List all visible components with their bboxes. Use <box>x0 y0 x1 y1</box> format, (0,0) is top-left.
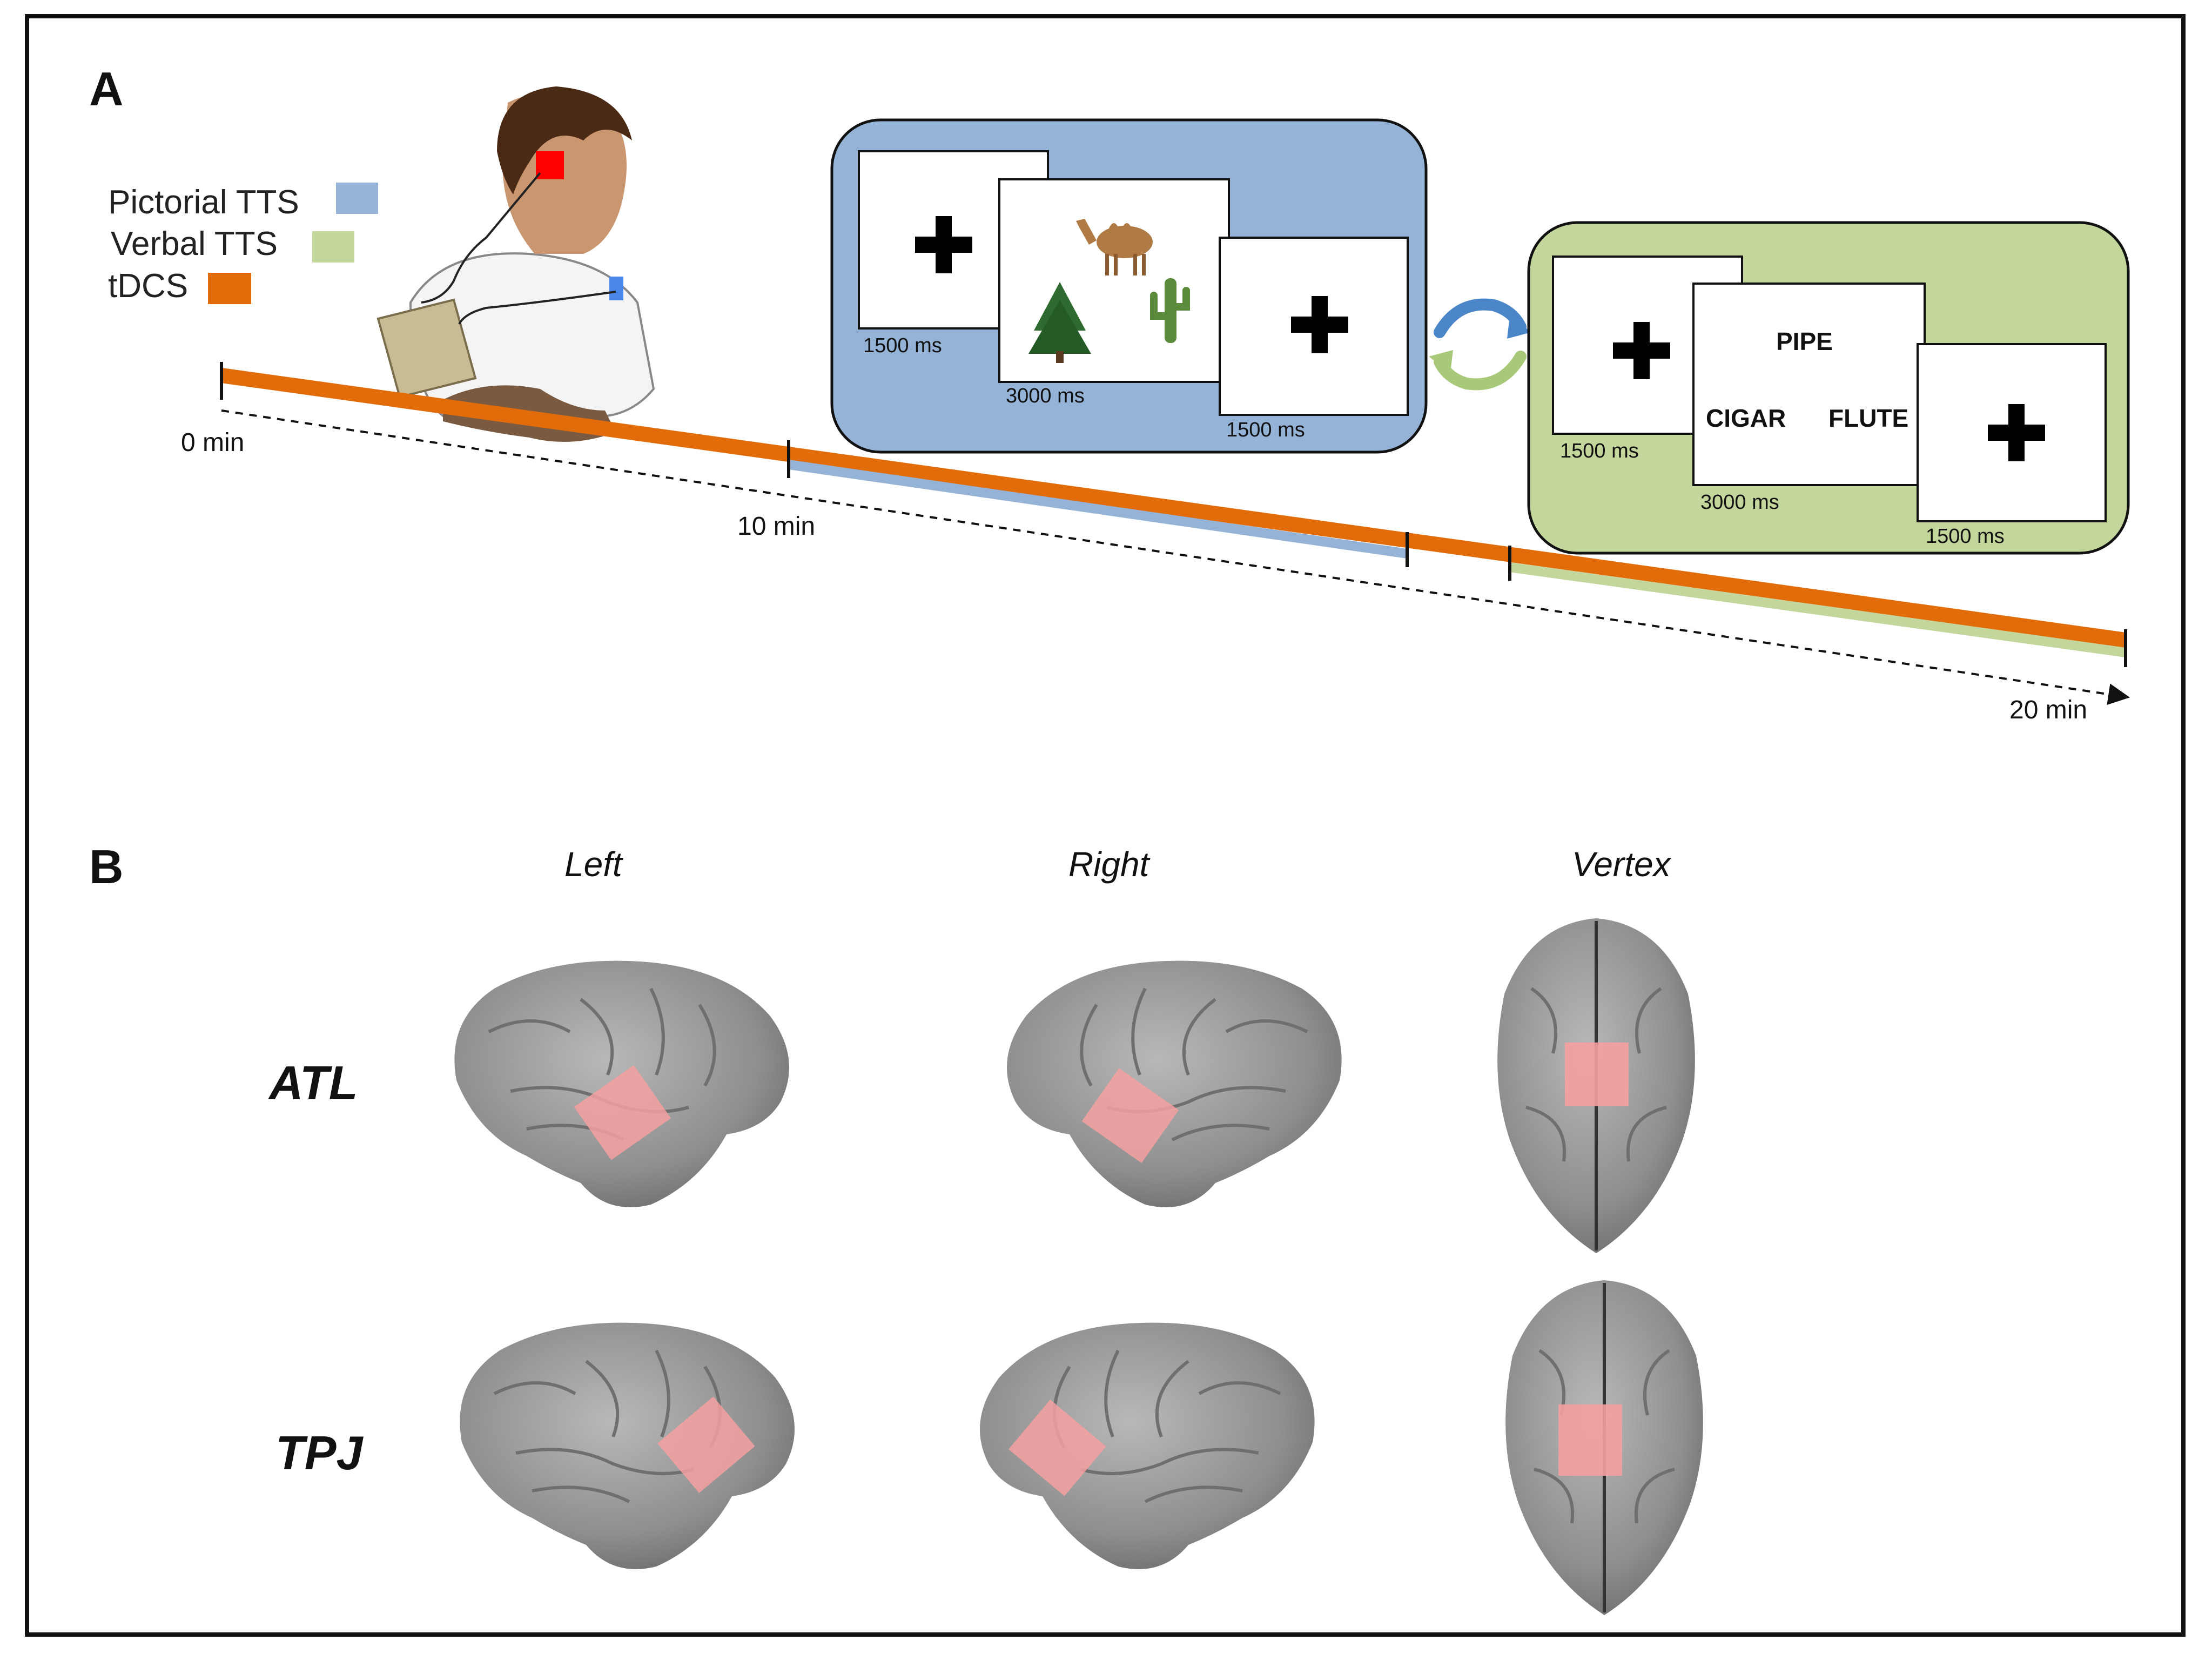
brain-tpj-vertex <box>1505 1280 1703 1615</box>
verbal-post-fixation-duration: 1500 ms <box>1926 525 2005 548</box>
time-axis <box>221 409 2130 705</box>
brain-atl-left <box>454 960 789 1207</box>
verbal-bar <box>1509 562 2127 657</box>
camel-icon <box>1076 219 1153 275</box>
fixation-cross-icon <box>1613 322 1670 379</box>
cactus-icon <box>1150 278 1190 343</box>
pictorial-fixation-duration: 1500 ms <box>863 334 942 357</box>
cathode-electrode-icon <box>609 277 623 300</box>
pictorial-task-box: 1500 ms 3000 ms 1500 ms <box>830 118 1428 454</box>
electrode-patch <box>1565 1043 1629 1106</box>
column-header-vertex: Vertex <box>1572 845 1672 884</box>
brain-atl-vertex <box>1497 918 1695 1253</box>
column-header-left: Left <box>564 845 623 884</box>
electrode-patch <box>574 1065 671 1160</box>
pictorial-stimulus-duration: 3000 ms <box>1006 385 1085 407</box>
word-cigar: CIGAR <box>1706 404 1786 432</box>
tick-label-20: 20 min <box>2009 696 2087 724</box>
legend-swatch-pictorial <box>336 183 378 214</box>
word-pipe: PIPE <box>1776 327 1833 355</box>
stimulator-device-icon <box>376 298 477 399</box>
column-header-right: Right <box>1068 845 1151 884</box>
brain-tpj-right <box>980 1322 1315 1569</box>
row-header-tpj: TPJ <box>275 1426 364 1480</box>
row-header-atl: ATL <box>268 1056 358 1110</box>
legend-swatch-verbal <box>312 231 354 263</box>
timeline: 0 min 10 min 20 min <box>181 362 2130 724</box>
electrode-patch <box>1081 1068 1179 1164</box>
pictorial-bar <box>788 460 1408 559</box>
verbal-stimulus-screen <box>1692 283 1926 486</box>
tree-icon <box>1028 282 1091 363</box>
word-flute: FLUTE <box>1828 404 1908 432</box>
pictorial-post-fixation-duration: 1500 ms <box>1226 419 1305 441</box>
brain-tpj-left <box>460 1322 795 1569</box>
tick-label-10: 10 min <box>737 512 815 541</box>
legend-label-pictorial: Pictorial TTS <box>108 184 299 221</box>
electrode-patch <box>1008 1399 1106 1496</box>
brain-atl-right <box>1007 960 1342 1207</box>
tick-label-0: 0 min <box>181 428 244 457</box>
legend-swatch-tdcs <box>208 273 251 304</box>
figure-frame <box>25 14 2186 1637</box>
anode-electrode-icon <box>536 151 564 179</box>
verbal-stimulus-duration: 3000 ms <box>1700 491 1779 514</box>
fixation-cross-icon <box>915 216 972 273</box>
panel-a-letter: A <box>89 62 124 116</box>
verbal-fixation-duration: 1500 ms <box>1560 440 1639 462</box>
legend: Pictorial TTS Verbal TTS tDCS <box>108 183 378 305</box>
electrode-patch <box>1558 1404 1622 1476</box>
tdcs-bar <box>220 368 2127 648</box>
participant-illustration <box>376 86 655 442</box>
legend-label-verbal: Verbal TTS <box>111 225 278 263</box>
legend-label-tdcs: tDCS <box>108 267 188 305</box>
cycle-arrows-icon <box>1429 298 1531 391</box>
fixation-cross-icon <box>1291 296 1348 353</box>
electrode-patch <box>657 1396 755 1494</box>
verbal-task-box: 1500 ms PIPE CIGAR FLUTE 3000 ms 1500 ms <box>1527 221 2130 555</box>
panel-b-letter: B <box>89 840 124 893</box>
fixation-cross-icon <box>1988 404 2045 461</box>
